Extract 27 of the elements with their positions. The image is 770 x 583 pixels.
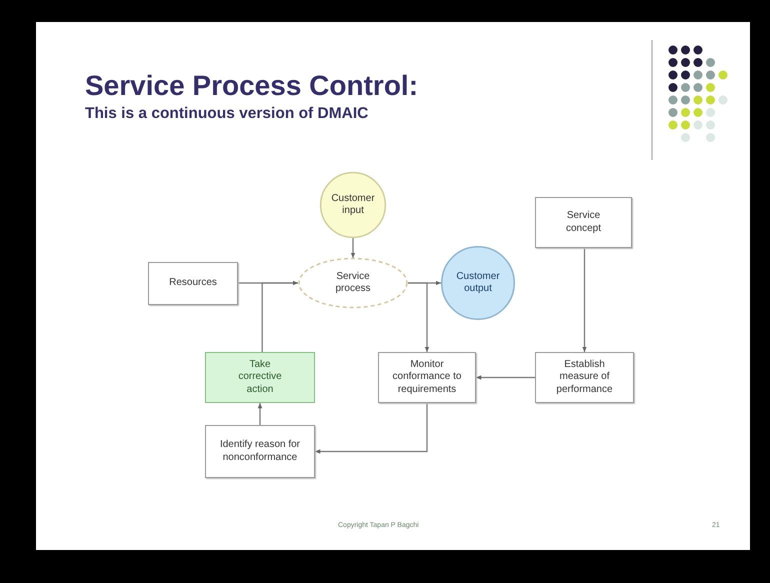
process-ellipse [298,258,408,308]
process-box [378,352,476,403]
arrow [258,403,262,425]
node-label: Service concept [564,210,602,235]
process-box [535,197,632,248]
process-box [148,262,238,305]
process-box [205,425,315,478]
node-label: Customer input [330,192,376,218]
slide-subtitle: This is a continuous version of DMAIC [85,105,368,123]
process-box [535,352,634,403]
action-box [205,352,315,403]
node-label: Monitor conformance to requirements [392,358,462,396]
slide-title: Service Process Control: [85,70,418,102]
input-circle [320,172,386,238]
arrow [476,375,535,380]
node-label: Resources [168,277,218,290]
arrow [582,248,587,352]
output-circle [441,246,515,320]
node-label: Establish measure of performance [555,358,614,396]
arrow [262,280,298,352]
node-label: Take corrective action [237,358,283,396]
node-label: Service process [334,270,372,296]
arrow [315,403,428,454]
arrow [350,238,356,258]
arrow [408,282,430,352]
node-label: Customer output [455,270,501,296]
node-label: Identify reason for nonconformance [218,439,302,464]
